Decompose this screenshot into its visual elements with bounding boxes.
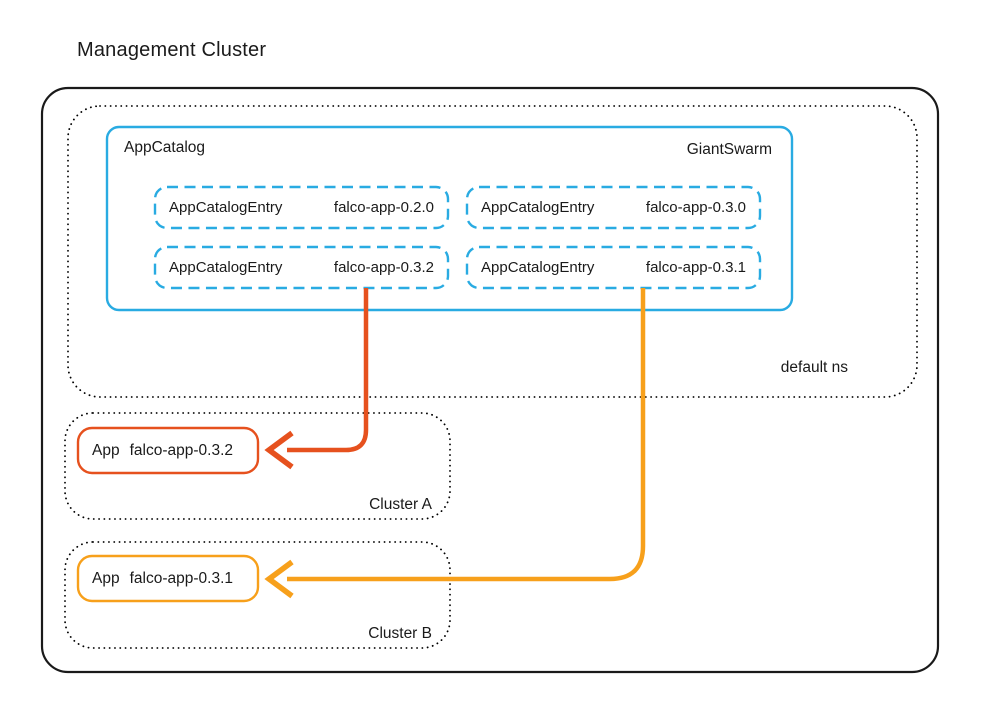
app-a-kind-label: App [92, 441, 120, 459]
appcatalog-name-label: GiantSwarm [686, 141, 772, 158]
arrow-entry-032-to-cluster-a [287, 288, 369, 453]
arrowhead-cluster-a [264, 430, 294, 470]
default-ns-box [67, 105, 918, 398]
appcatalogentry-box-0 [153, 185, 450, 230]
management-cluster-box [40, 86, 940, 674]
appcatalogentry-3-kind: AppCatalogEntry [481, 259, 595, 276]
diagram-title: Management Cluster [77, 39, 267, 61]
app-b: App falco-app-0.3.1 [78, 556, 258, 601]
appcatalogentry-2-kind: AppCatalogEntry [169, 259, 283, 276]
app-a: App falco-app-0.3.2 [78, 428, 258, 473]
appcatalogentry-2: AppCatalogEntry falco-app-0.3.2 [155, 247, 448, 288]
appcatalogentry-1-kind: AppCatalogEntry [481, 199, 595, 216]
app-b-box [76, 554, 260, 603]
appcatalogentry-1: AppCatalogEntry falco-app-0.3.0 [467, 187, 760, 228]
appcatalog-box [105, 125, 794, 312]
default-ns-label: default ns [780, 359, 848, 376]
appcatalogentry-0-kind: AppCatalogEntry [169, 199, 283, 216]
arrow-entry-031-to-cluster-b [287, 288, 646, 582]
appcatalogentry-box-2 [153, 245, 450, 290]
cluster-b-box [64, 541, 451, 649]
appcatalogentry-1-version: falco-app-0.3.0 [645, 199, 746, 216]
appcatalogentry-box-1 [465, 185, 762, 230]
cluster-a-label: Cluster A [369, 496, 432, 513]
app-a-version: falco-app-0.3.2 [129, 441, 233, 459]
app-a-box [76, 426, 260, 475]
appcatalogentry-2-version: falco-app-0.3.2 [333, 259, 434, 276]
arrowhead-cluster-b [264, 559, 294, 599]
appcatalogentry-0: AppCatalogEntry falco-app-0.2.0 [155, 187, 448, 228]
appcatalogentry-0-version: falco-app-0.2.0 [333, 199, 434, 216]
app-b-kind-label: App [92, 569, 120, 587]
cluster-b-label: Cluster B [368, 625, 432, 642]
app-b-version: falco-app-0.3.1 [129, 569, 233, 587]
appcatalogentry-3: AppCatalogEntry falco-app-0.3.1 [467, 247, 760, 288]
appcatalogentry-3-version: falco-app-0.3.1 [645, 259, 746, 276]
cluster-a-box [64, 412, 451, 520]
appcatalogentry-box-3 [465, 245, 762, 290]
appcatalog-kind-label: AppCatalog [124, 139, 206, 156]
